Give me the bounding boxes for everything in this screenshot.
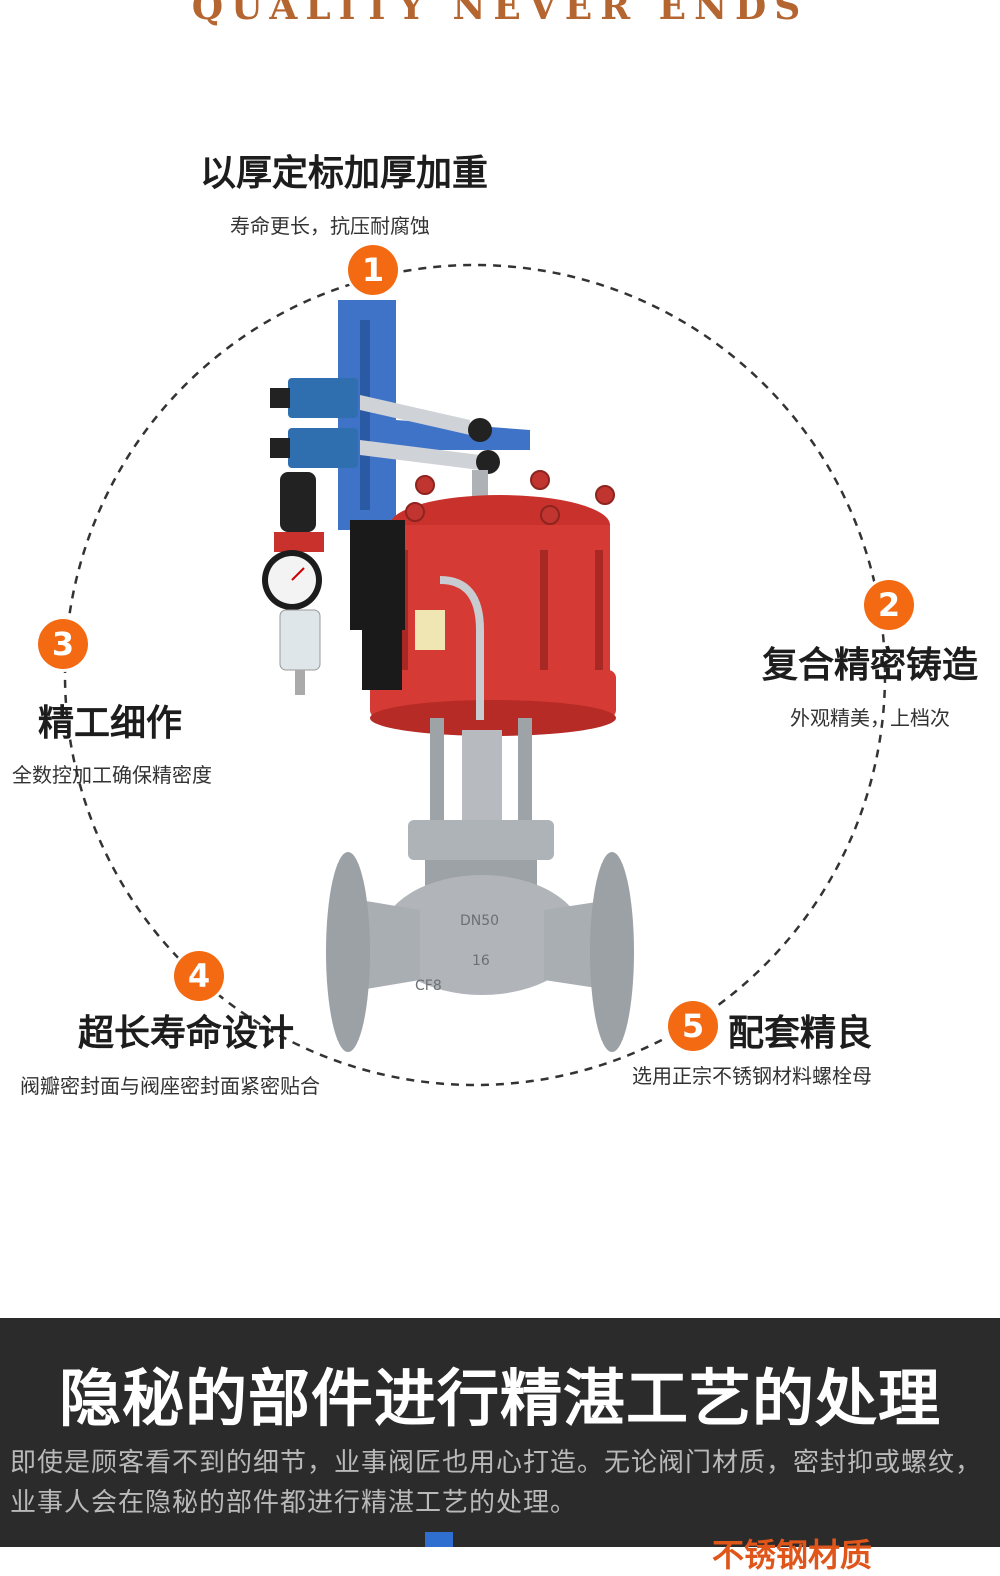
craft-section-title: 隐秘的部件进行精湛工艺的处理: [58, 1362, 941, 1435]
feature-2-desc: 外观精美，上档次: [790, 706, 950, 730]
next-section-heading: 不锈钢材质: [712, 1536, 873, 1574]
craft-section-background: [0, 1318, 1000, 1547]
feature-4-badge: 4: [174, 951, 224, 1001]
feature-1-title: 以厚定标加厚加重: [200, 153, 489, 194]
pneumatic-globe-valve-image: DN50 16 CF8: [262, 300, 634, 1052]
feature-4-desc: 阀瓣密封面与阀座密封面紧密贴合: [20, 1074, 320, 1098]
body-mark-pn: 16: [472, 953, 490, 969]
body-mark-material: CF8: [415, 978, 442, 994]
body-mark-dn: DN50: [460, 913, 499, 929]
feature-1-desc: 寿命更长，抗压耐腐蚀: [230, 214, 430, 238]
quality-banner: QUALITY NEVER ENDS: [191, 0, 809, 28]
feature-4-title: 超长寿命设计: [78, 1013, 295, 1054]
feature-3-title: 精工细作: [38, 703, 183, 744]
feature-dashed-circle: [63, 263, 887, 1087]
feature-3-badge: 3: [38, 619, 88, 669]
craft-section-text: 即使是顾客看不到的细节，业事阀匠也用心打造。无论阀门材质，密封抑或螺纹，业事人会…: [10, 1448, 983, 1518]
feature-5-badge: 5: [668, 1001, 718, 1051]
feature-3-desc: 全数控加工确保精密度: [12, 763, 212, 787]
feature-5-title: 配套精良: [728, 1013, 873, 1054]
feature-2-badge: 2: [864, 580, 914, 630]
feature-1-badge: 1: [348, 245, 398, 295]
feature-2-title: 复合精密铸造: [762, 645, 979, 686]
next-section-image-peek: [425, 1532, 453, 1547]
feature-5-desc: 选用正宗不锈钢材料螺栓母: [632, 1064, 872, 1088]
